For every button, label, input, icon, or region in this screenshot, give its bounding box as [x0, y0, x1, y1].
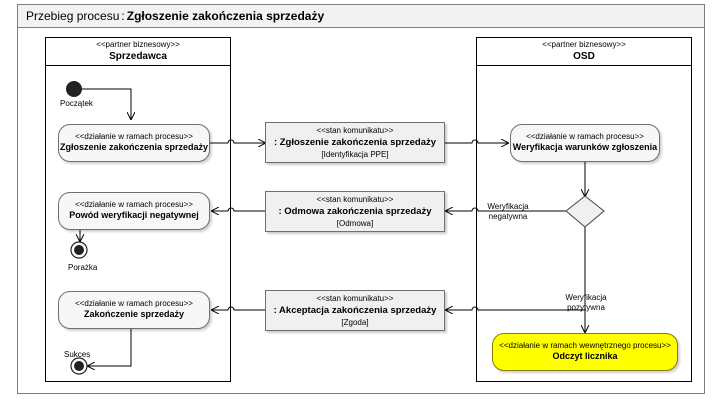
flow-odmowa-to-powod — [212, 208, 265, 211]
message-odmowa[interactable]: <<stan komunikatu>> : Odmowa zakończenia… — [265, 191, 445, 232]
lane-osd: <<partner biznesowy>> OSD — [476, 37, 692, 382]
flow-positive-to-akceptacja — [446, 307, 585, 310]
message-name: : Zgłoszenie zakończenia sprzedaży — [273, 137, 437, 148]
lane-header-sprzedawca: <<partner biznesowy>> Sprzedawca — [46, 38, 230, 66]
message-stereotype: <<stan komunikatu>> — [316, 195, 394, 204]
fail-final-node-inner — [74, 245, 84, 255]
lane-sprzedawca: <<partner biznesowy>> Sprzedawca — [45, 37, 231, 382]
title-name: Zgłoszenie zakończenia sprzedaży — [126, 9, 325, 23]
decision-diamond — [565, 195, 605, 228]
message-stereotype: <<stan komunikatu>> — [316, 294, 394, 303]
action-name: Powód weryfikacji negatywnej — [69, 210, 199, 220]
lane-header-osd: <<partner biznesowy>> OSD — [477, 38, 691, 66]
flow-start-to-zgloszenie — [82, 88, 131, 119]
lane-name: Sprzedawca — [109, 51, 167, 62]
flow-decision-negative — [446, 208, 566, 211]
action-name: Zakończenie sprzedaży — [83, 309, 185, 319]
message-zgloszenie[interactable]: <<stan komunikatu>> : Zgłoszenie zakończ… — [265, 122, 445, 163]
success-final-node-inner — [74, 361, 84, 371]
message-akceptacja[interactable]: <<stan komunikatu>> : Akceptacja zakończ… — [265, 290, 445, 331]
message-state: [Zgoda] — [341, 318, 369, 327]
flow-zgloszenie-to-message — [210, 140, 265, 143]
action-stereotype: <<działanie w ramach wewnętrznego proces… — [499, 341, 671, 350]
lane-stereotype: <<partner biznesowy>> — [542, 40, 626, 49]
message-state: [Identyfikacja PPE] — [321, 150, 389, 159]
message-name: : Odmowa zakończenia sprzedaży — [278, 206, 432, 217]
message-state: [Odmowa] — [336, 219, 374, 228]
lane-stereotype: <<partner biznesowy>> — [96, 40, 180, 49]
action-name: Zgłoszenie zakończenia sprzedaży — [59, 142, 209, 152]
action-name: Weryfikacja warunków zgłoszenia — [512, 142, 658, 152]
action-weryfikacja-warunkow[interactable]: <<działanie w ramach procesu>> Weryfikac… — [510, 124, 660, 162]
action-zgloszenie-zakonczenia[interactable]: <<działanie w ramach procesu>> Zgłoszeni… — [58, 124, 210, 162]
action-stereotype: <<działanie w ramach procesu>> — [526, 132, 644, 141]
guard-negative-line2: negatywna — [488, 212, 528, 221]
guard-positive-line2: pozytywna — [567, 303, 605, 312]
diagram-title: Przebieg procesu:Zgłoszenie zakończenia … — [17, 4, 705, 28]
action-odczyt-licznika[interactable]: <<działanie w ramach wewnętrznego proces… — [492, 333, 678, 371]
action-name: Odczyt licznika — [552, 351, 618, 361]
flow-akceptacja-to-zakonczenie — [212, 307, 265, 310]
guard-positive: Weryfikacja pozytywna — [556, 293, 616, 313]
guard-negative: Weryfikacja negatywna — [478, 202, 538, 222]
message-name: : Akceptacja zakończenia sprzedaży — [273, 305, 437, 316]
guard-positive-line1: Weryfikacja — [565, 293, 607, 302]
title-prefix: Przebieg procesu — [26, 9, 120, 23]
lane-name: OSD — [573, 51, 595, 62]
start-node — [66, 81, 82, 97]
flow-message-to-weryfikacja — [444, 140, 508, 143]
action-zakonczenie-sprzedazy[interactable]: <<działanie w ramach procesu>> Zakończen… — [58, 291, 210, 329]
title-separator: : — [121, 9, 125, 23]
action-powod-weryfikacji[interactable]: <<działanie w ramach procesu>> Powód wer… — [58, 192, 210, 230]
action-stereotype: <<działanie w ramach procesu>> — [75, 299, 193, 308]
action-stereotype: <<działanie w ramach procesu>> — [75, 200, 193, 209]
message-stereotype: <<stan komunikatu>> — [316, 126, 394, 135]
action-stereotype: <<działanie w ramach procesu>> — [75, 132, 193, 141]
start-label: Początek — [60, 99, 93, 108]
success-label: Sukces — [64, 350, 91, 359]
flow-zakonczenie-to-success — [88, 329, 132, 366]
guard-negative-line1: Weryfikacja — [487, 202, 529, 211]
fail-label: Porażka — [68, 263, 98, 272]
